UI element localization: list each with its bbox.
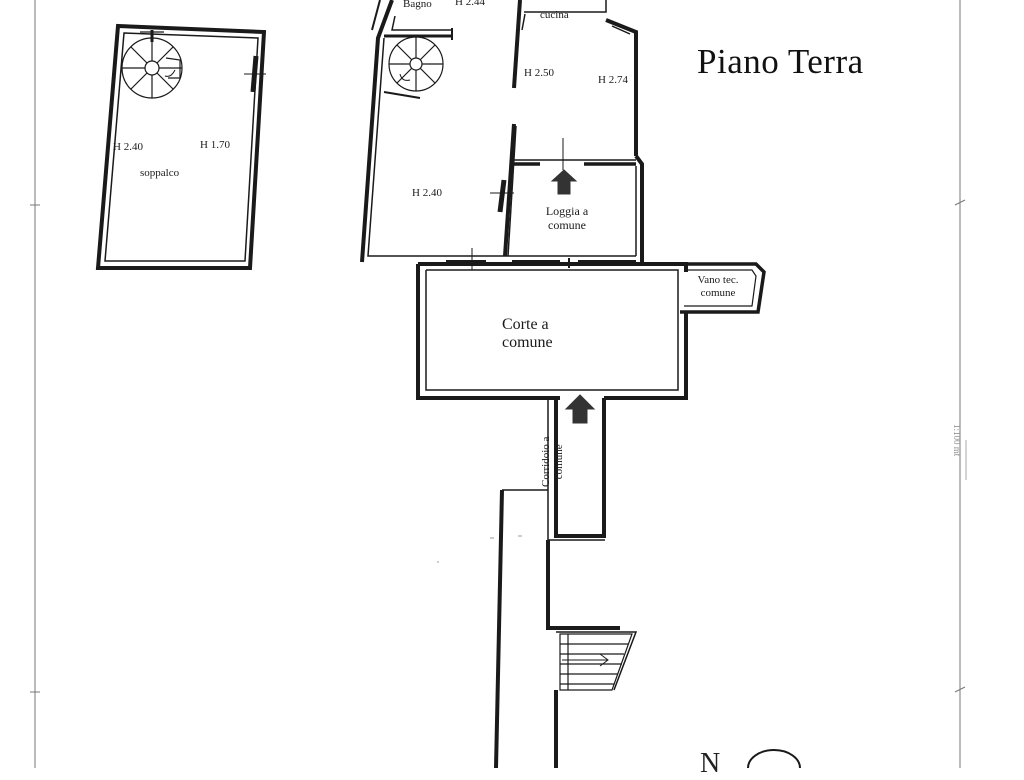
soppalco-label: soppalco [140,167,180,179]
main-unit-walls [360,0,644,270]
lower-straight-stair [559,633,633,691]
corridoio-label: Corridoio a comune [540,437,566,487]
page-frame [30,0,967,768]
soppalco-spiral-stair [121,30,183,99]
corte-label: Corte a comune [502,316,553,353]
soppalco-plan [95,23,267,270]
cucina-height-label-1: H 2.50 [524,67,554,79]
corridoio-label-line2: comune [553,444,566,480]
vano-label-line2: comune [700,286,736,299]
main-spiral-stair [383,36,444,99]
main-room-height-label: H 2.40 [412,187,442,199]
north-compass-arc [747,749,801,768]
loggia-entry-arrow [550,169,578,195]
loggia-label: Loggia a comune [540,204,594,233]
corridoio-label-line1: Corridoio a [540,436,552,487]
bagno-height-label: H 2.44 [455,0,485,8]
corridor-entry-arrow [564,394,596,424]
soppalco-height-label-1: H 2.40 [113,141,143,153]
corte-label-line1: Corte a [502,316,549,333]
vano-tecnico-walls [680,262,766,314]
vano-tecnico-label: Vano tec. comune [688,274,748,299]
corridoio-walls [494,397,638,768]
north-indicator: N [700,748,721,779]
scale-edge-mark: 1:100 mt [952,424,962,457]
cucina-label: cucina [540,9,569,21]
page-title: Piano Terra [697,42,864,81]
loggia-label-line1: Loggia a [545,204,589,218]
vano-label-line1: Vano tec. [697,274,739,286]
loggia-label-line2: comune [548,217,586,232]
cucina-height-label-2: H 2.74 [598,74,628,86]
soppalco-height-label-2: H 1.70 [200,139,230,151]
bagno-label: Bagno [403,0,432,10]
corte-label-line2: comune [502,334,553,352]
